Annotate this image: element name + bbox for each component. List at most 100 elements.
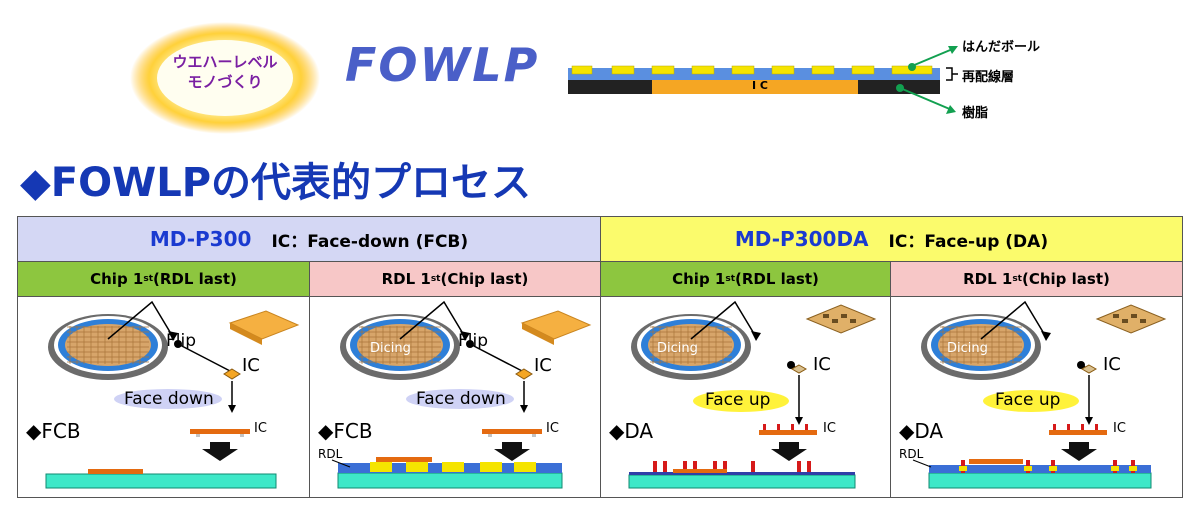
bond-arrow: [202, 442, 238, 461]
badge-text: ウエハーレベル モノづくり: [148, 52, 302, 92]
page-title: ◆FOWLPの代表的プロセス: [20, 160, 532, 206]
col-label: RDL 1: [381, 270, 431, 288]
method-label: ◆DA: [899, 419, 944, 443]
bond-chip: [759, 430, 817, 435]
group-subtitle: IC：Face-down (FCB): [271, 231, 469, 252]
bond-chip: [1049, 430, 1107, 435]
rdl-label: RDL: [318, 447, 343, 461]
flip-label: Flip: [458, 331, 489, 351]
col-sup: st: [430, 274, 441, 284]
group-model: MD-P300DA: [734, 227, 869, 251]
ic-label: IC: [242, 355, 260, 376]
sun-badge-icon: [130, 22, 320, 134]
placed-chip: [376, 457, 432, 462]
method-label: ◆FCB: [26, 419, 81, 443]
dicing-label: Dicing: [947, 341, 988, 356]
col-sup: st: [143, 274, 154, 284]
small-ic-icon: [515, 368, 533, 380]
solder-ball-label: はんだボール: [962, 40, 1041, 55]
col-label: Chip 1: [90, 270, 144, 288]
wafer-grid: [938, 324, 1024, 366]
substrate: [45, 473, 277, 489]
process-illustration: [45, 300, 300, 489]
group-subtitle: IC：Face-up (DA): [888, 231, 1049, 252]
group-header-md-p300da: MD-P300DA IC：Face-up (DA): [601, 217, 1182, 262]
bond-chip: [190, 429, 250, 434]
placed-chip: [673, 469, 727, 473]
rdl-layer: [929, 465, 1151, 473]
face-highlight: [693, 390, 789, 412]
flip-arrow: [980, 300, 1047, 340]
rdl-label: RDL: [899, 447, 924, 461]
placed-chip: [88, 469, 143, 474]
face-label: Face up: [995, 390, 1061, 410]
face-label: Face down: [124, 389, 214, 409]
ic-small-label: IC: [823, 421, 836, 436]
group-model: MD-P300: [149, 227, 252, 251]
rdl-pointer: [331, 459, 351, 468]
ic-small-label: IC: [546, 421, 559, 436]
wafer-grid: [357, 324, 443, 366]
group-header-md-p300: MD-P300 IC：Face-down (FCB): [18, 217, 600, 262]
placed-chip: [969, 459, 1023, 464]
package-cross-section: I C はんだボール 再配線層 樹脂: [560, 30, 1200, 130]
ic-chip-icon: [228, 310, 300, 340]
col-sup: st: [725, 274, 736, 284]
dicing-label: Dicing: [370, 341, 411, 356]
ic-label: IC: [1103, 354, 1121, 375]
ic-label: IC: [813, 354, 831, 375]
package-diagram: [568, 46, 958, 114]
method-label: ◆DA: [609, 419, 654, 443]
rdl-pointer: [912, 459, 932, 468]
col-rest: (Chip last): [440, 270, 529, 288]
resin-label: 樹脂: [962, 106, 989, 121]
small-ic-icon: [223, 368, 241, 380]
flip-label: Flip: [166, 331, 197, 351]
ic-small-label: IC: [1113, 421, 1126, 436]
face-label: Face down: [416, 389, 506, 409]
flip-arrow: [399, 300, 466, 340]
bond-arrow: [494, 442, 530, 461]
process-table: MD-P300 IC：Face-down (FCB) MD-P300DA IC：…: [17, 216, 1183, 498]
process-illustration: [912, 300, 1167, 489]
face-highlight: [114, 389, 222, 409]
col-rest: (RDL last): [735, 270, 819, 288]
small-ic-icon: [790, 364, 808, 374]
badge-line2: モノづくり: [187, 73, 263, 91]
col-rest: (RDL last): [153, 270, 237, 288]
bond-arrow: [771, 442, 807, 461]
rdl-layer-label: 再配線層: [962, 70, 1015, 85]
rdl-line: [629, 472, 855, 475]
flip-arrow: [107, 300, 174, 340]
ic-label: IC: [534, 355, 552, 376]
face-highlight: [983, 390, 1079, 412]
flip-arrow: [690, 300, 757, 340]
wafer-grid: [648, 324, 734, 366]
ic-chip-icon: [805, 304, 877, 334]
substrate: [337, 472, 563, 489]
face-highlight: [406, 389, 514, 409]
col-rest: (Chip last): [1022, 270, 1110, 288]
wafer-grid: [65, 324, 151, 366]
ic-small-label: IC: [254, 421, 267, 436]
method-label: ◆FCB: [318, 419, 373, 443]
process-illustration: [628, 300, 877, 489]
bond-chip: [482, 429, 542, 434]
badge-line1: ウエハーレベル: [172, 53, 278, 71]
bond-arrow: [1061, 442, 1097, 461]
process-illustration: [331, 300, 592, 489]
dicing-label: Dicing: [657, 341, 698, 356]
col-label: RDL 1: [963, 270, 1013, 288]
fowlp-logo: FOWLP: [345, 38, 540, 92]
small-ic-icon: [1080, 364, 1098, 374]
substrate: [928, 472, 1152, 489]
col-label: Chip 1: [672, 270, 726, 288]
